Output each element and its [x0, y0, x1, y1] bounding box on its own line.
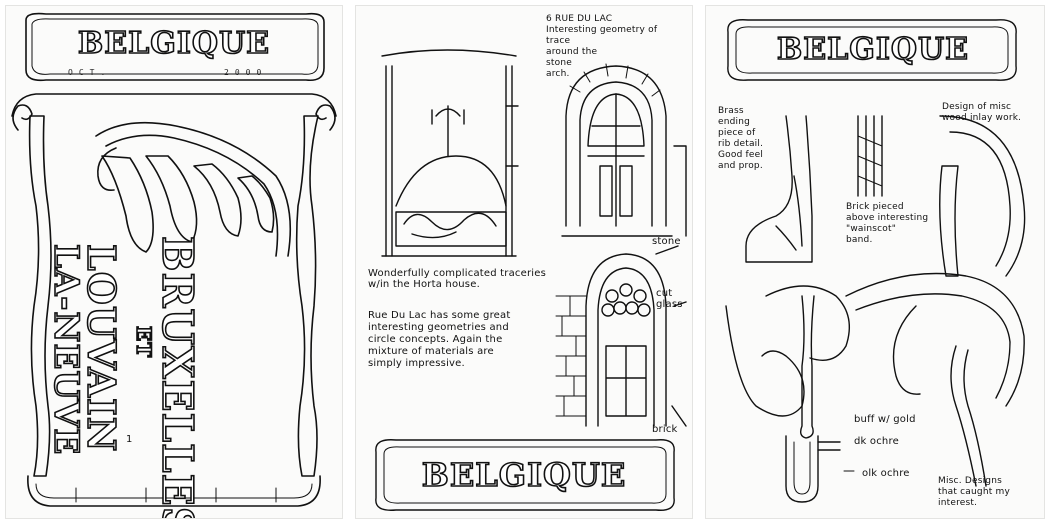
brass-rib-ending-sketch: [745, 115, 813, 263]
cover-date-year: 2000: [224, 68, 268, 77]
sketch-page-rue-du-lac: 6 RUE DU LAC Interesting geometry of tra…: [356, 6, 692, 518]
cover-connector-et: ET: [131, 325, 157, 359]
note-rue-du-lac-geometry: Rue Du Lac has some great interesting ge…: [368, 310, 511, 369]
cover-page-number: 1: [126, 434, 133, 445]
misc-ornament-sketch: [725, 272, 1025, 503]
cover-city-bruxelles: BRUXELLES: [152, 235, 203, 518]
label-olk-ochre: olk ochre: [862, 468, 910, 479]
rue-du-lac-cut-glass-window: [555, 245, 687, 427]
page2-banner-title: BELGIQUE: [421, 455, 627, 495]
sketch-page-cover: BELGIQUE OCT. 2000 BRUXELLES ET LOUVAIN …: [6, 6, 342, 518]
brick-piece-sketch: [857, 115, 883, 197]
note-misc-designs: Misc. Designs that caught my interest.: [938, 476, 1011, 508]
rue-du-lac-drawing: [375, 49, 687, 511]
page2-banner-frame: [375, 439, 675, 511]
label-cut-glass: cut glass: [656, 288, 683, 310]
cover-left-column: [28, 115, 52, 477]
cover-banner-frame: [25, 12, 325, 82]
rue-du-lac-arch-door: [561, 63, 687, 237]
cover-bottom-frame: [27, 475, 321, 507]
cover-banner-title: BELGIQUE: [77, 25, 271, 62]
horta-tracery-sketch: [381, 49, 519, 257]
page3-banner-frame: [727, 19, 1017, 81]
cover-drawing: [11, 12, 337, 507]
cover-right-column: [295, 115, 319, 477]
label-stone: stone: [652, 236, 681, 247]
wood-inlay-sketch: [939, 115, 1026, 277]
note-brass-rib: Brass ending piece of rib detail. Good f…: [718, 106, 764, 171]
label-buff-gold: buff w/ gold: [854, 414, 916, 425]
note-rue-du-lac-address: 6 RUE DU LAC Interesting geometry of tra…: [546, 14, 658, 79]
page3-banner-title: BELGIQUE: [776, 31, 970, 68]
label-dk-ochre: dk ochre: [854, 436, 899, 447]
note-wood-inlay: Design of misc wood inlay work.: [942, 102, 1022, 123]
note-brick-wainscot: Brick pieced above interesting "wainscot…: [846, 202, 929, 245]
note-horta-traceries: Wonderfully complicated traceries w/in t…: [368, 268, 547, 290]
details-drawing: [725, 19, 1026, 503]
sketch-page-details: BELGIQUE Brass ending piece of rib detai…: [706, 6, 1044, 518]
cover-city-la-neuve: LA-NEUVE: [45, 243, 87, 456]
label-brick: brick: [652, 424, 678, 435]
cover-date-month: OCT.: [68, 68, 112, 77]
